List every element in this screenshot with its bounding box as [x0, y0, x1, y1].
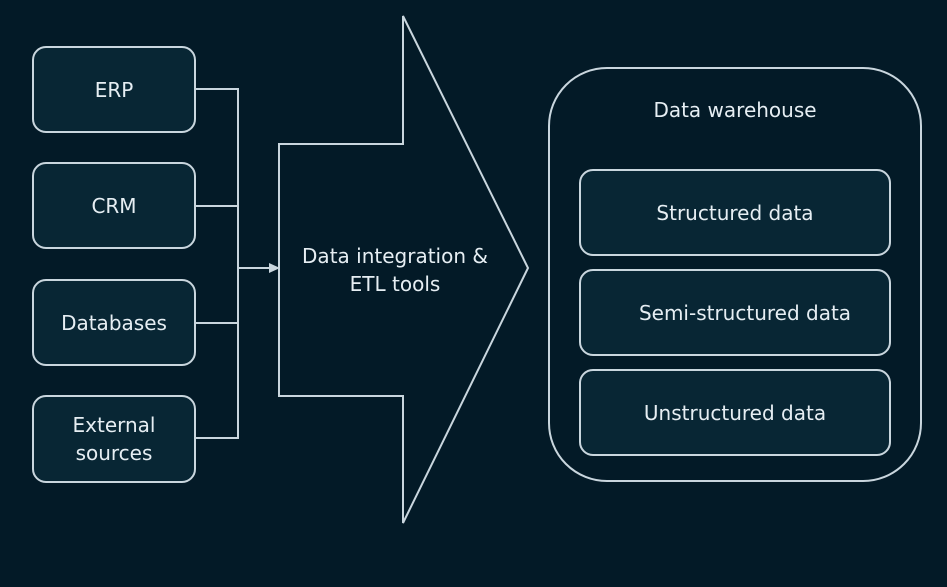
- warehouse-item-unstructured: Unstructured data: [579, 369, 891, 456]
- source-erp: ERP: [32, 46, 196, 133]
- arrowhead: [269, 263, 280, 273]
- warehouse-item-unstructured-label: Unstructured data: [643, 400, 827, 425]
- source-external-label: External sources: [72, 413, 156, 465]
- warehouse-item-structured: Structured data: [579, 169, 891, 256]
- warehouse-title: Data warehouse: [653, 98, 817, 122]
- source-crm: CRM: [32, 162, 196, 249]
- source-crm-label: CRM: [91, 193, 137, 218]
- warehouse-item-structured-label: Structured data: [656, 200, 814, 225]
- warehouse-item-semi-structured: Semi-structured data: [579, 269, 891, 356]
- source-erp-label: ERP: [94, 77, 134, 102]
- source-external: External sources: [32, 395, 196, 483]
- source-databases: Databases: [32, 279, 196, 366]
- source-connectors: [196, 88, 272, 439]
- etl-label: Data integration & ETL tools: [302, 244, 488, 296]
- etl-arrow-shape: [278, 15, 530, 524]
- source-databases-label: Databases: [61, 310, 167, 335]
- warehouse-item-semi-structured-label: Semi-structured data: [638, 300, 852, 325]
